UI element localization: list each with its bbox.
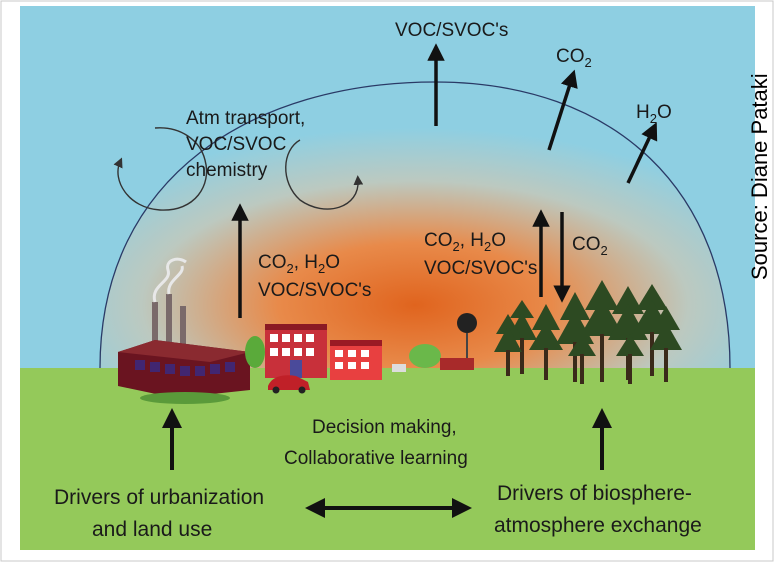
- forest-illustration: [494, 280, 682, 384]
- label-bio-drivers-2: atmosphere exchange: [494, 514, 702, 537]
- urban-dome-glow: [100, 82, 730, 368]
- circular-arrow-right: [285, 139, 364, 210]
- label-co2-top: CO2: [556, 46, 592, 70]
- city-buildings-illustration: [245, 313, 477, 380]
- label-h2o-right: H2O: [636, 102, 672, 126]
- factory-illustration: [118, 257, 250, 404]
- label-atm-transport: Atm transport,: [186, 108, 305, 129]
- label-right-flux-voc: VOC/SVOC's: [424, 258, 537, 279]
- arrow-up-co2: [547, 69, 578, 151]
- label-urban-drivers-2: and land use: [92, 518, 212, 541]
- label-left-flux-voc: VOC/SVOC's: [258, 280, 371, 301]
- label-voc-top: VOC/SVOC's: [395, 20, 508, 41]
- label-right-flux-gases: CO2, H2O: [424, 230, 506, 254]
- arrow-up-h2o: [626, 122, 658, 184]
- circular-arrow-left: [113, 127, 208, 211]
- label-collaborative-learning: Collaborative learning: [284, 448, 468, 469]
- label-left-flux-gases: CO2, H2O: [258, 252, 340, 276]
- label-bio-drivers-1: Drivers of biosphere-: [497, 482, 692, 505]
- label-co2-down: CO2: [572, 234, 608, 258]
- label-decision-making: Decision making,: [312, 417, 457, 438]
- car-illustration: [268, 375, 310, 394]
- source-credit: Source: Diane Pataki: [747, 73, 772, 280]
- label-urban-drivers-1: Drivers of urbanization: [54, 486, 264, 509]
- label-voc-svoc: VOC/SVOC: [186, 134, 286, 155]
- label-chemistry: chemistry: [186, 160, 268, 181]
